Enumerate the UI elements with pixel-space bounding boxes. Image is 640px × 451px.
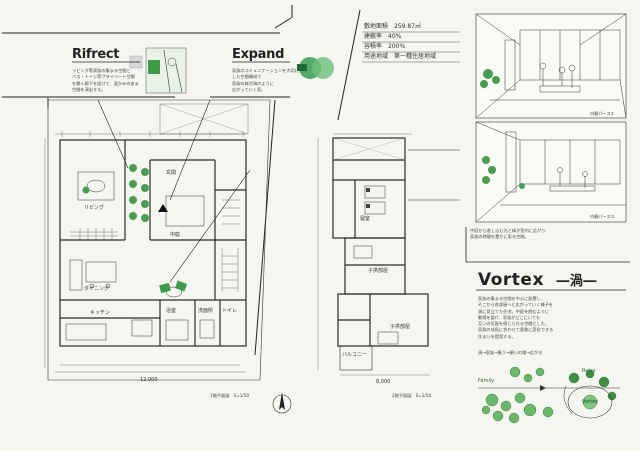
vortex-title: Vortex ―渦― <box>478 270 597 290</box>
walls-1f <box>59 139 247 347</box>
furniture-2f <box>332 137 406 345</box>
room-washroom: 洗面所 <box>198 308 214 314</box>
diagram-right-label: Relax <box>582 368 596 374</box>
bed-pillows-2f <box>366 188 370 208</box>
room-courtyard: 中庭 <box>170 232 181 238</box>
room-living: リビング <box>84 205 105 211</box>
dimension-lines-2f <box>317 133 430 376</box>
reflect-title: Rifrect <box>72 47 120 62</box>
perspective-caption-bottom: 内観パース② <box>590 214 615 219</box>
room-dining: ダイニング <box>84 286 110 292</box>
zoning: 用途地域 第一種住居地域 <box>364 53 437 60</box>
stairs-1f <box>70 199 240 292</box>
room-bath: 浴室 <box>166 308 177 314</box>
furniture-1f <box>65 171 215 341</box>
perspective-bottom <box>475 121 627 223</box>
room-balcony: バルコニー <box>342 352 367 358</box>
reflect-text: リビング等家族の集まる空間と バス・トイレ等プライベート空間 を繋ぐ廊下を設けて… <box>72 68 139 92</box>
vortex-diagram <box>478 366 620 424</box>
diagram-left-label: Family <box>478 378 495 384</box>
expand-text: 家族のコミュニケーションを大切に した空間構成で 家族の絆が渦のように 広がって… <box>232 68 299 92</box>
room-kitchen: キッチン <box>90 310 111 316</box>
perspective-caption-top: 内観パース① <box>590 111 615 116</box>
dim-total-2f: 8,000 <box>376 379 391 385</box>
room-bedroom: 寝室 <box>360 216 371 222</box>
expand-title: Expand <box>232 47 285 62</box>
vortex-description: 家族の集まる空間を中心に配置し、 そこから各部屋へと広がっていく様子を 渦に見立… <box>478 296 554 339</box>
stats-lines <box>362 31 460 63</box>
vortex-title-text: Vortex <box>478 270 544 290</box>
room-kids2: 子供部屋 <box>390 324 411 330</box>
second-floor-caption: 2階平面図 S=1/50 <box>392 393 432 398</box>
vortex-frame <box>465 227 630 291</box>
vortex-relation: 渦→家族→集う→憩いの場→広がる <box>478 350 543 355</box>
dim-total-1f: 12,000 <box>140 377 158 383</box>
walls-2f <box>332 137 429 371</box>
expand-venn-diagram <box>297 57 334 79</box>
dimension-lines-1f <box>44 131 245 373</box>
north-arrow <box>272 392 292 414</box>
vortex-subtitle: ―渦― <box>556 274 597 289</box>
room-toilet: トイレ <box>222 308 238 314</box>
site-lines <box>2 5 361 356</box>
perspective-note: 中庭から差し込む光と緑が室内に広がり、 家族の時間を豊かに彩る空間。 <box>470 228 550 240</box>
diagram-center-label: Vortex <box>582 399 599 405</box>
courtyard-trees <box>82 164 188 294</box>
first-floor-caption: 1階平面図 S=1/50 <box>210 393 250 398</box>
floor-area: 敷地面積 259.87㎡ <box>364 23 421 30</box>
reflect-sketch <box>145 47 187 94</box>
building-coverage: 建蔽率 40% <box>364 33 402 40</box>
leader-lines-2f <box>408 149 460 201</box>
room-entrance: 玄関 <box>166 170 177 176</box>
room-kids1: 子供部屋 <box>368 268 389 274</box>
floor-ratio: 容積率 200% <box>364 43 406 50</box>
perspective-top <box>475 13 627 119</box>
site-stats: 敷地面積 259.87㎡ 建蔽率 40% 容積率 200% 用途地域 第一種住居… <box>364 22 436 62</box>
leader-lines-1f <box>97 99 251 283</box>
